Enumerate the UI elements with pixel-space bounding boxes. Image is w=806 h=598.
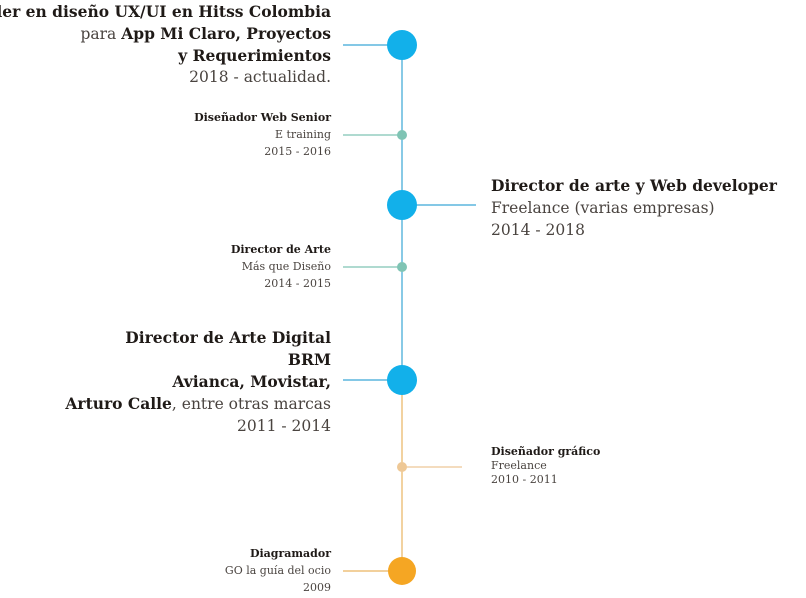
- entry-text-bold: App Mi Claro, Proyectos: [121, 24, 331, 43]
- entry-line: Freelance: [491, 459, 600, 473]
- entry-text-bold: Diseñador Web Senior: [194, 111, 331, 124]
- timeline-entry-1: Líder en diseño UX/UI en Hitss Colombia p…: [0, 1, 331, 88]
- entry-line: Arturo Calle, entre otras marcas: [65, 393, 331, 415]
- entry-text: 2015 - 2016: [264, 145, 331, 158]
- entry-text-bold: Director de arte y Web developer: [491, 176, 777, 195]
- entry-line: Director de Arte Digital: [65, 327, 331, 349]
- entry-line: BRM: [65, 349, 331, 371]
- timeline-node-6: [397, 462, 407, 472]
- entry-text: 2009: [303, 581, 331, 594]
- entry-text: 2014 - 2018: [491, 221, 585, 239]
- entry-text: Freelance (varias empresas): [491, 199, 715, 217]
- entry-text-bold: Diseñador gráfico: [491, 445, 601, 458]
- entry-text-bold: BRM: [287, 350, 331, 369]
- entry-text-bold: Director de Arte: [230, 243, 331, 256]
- entry-line: Diseñador gráfico: [491, 445, 600, 459]
- timeline-node-1: [387, 30, 417, 60]
- entry-text: 2010 - 2011: [491, 473, 558, 486]
- timeline-node-2: [397, 130, 407, 140]
- timeline-entry-7: Diagramador GO la guía del ocio 2009: [225, 545, 331, 596]
- entry-text: Freelance: [491, 459, 547, 472]
- entry-text-bold: Arturo Calle: [65, 394, 172, 413]
- entry-text: 2014 - 2015: [264, 277, 331, 290]
- entry-text: Más que Diseño: [241, 260, 331, 273]
- entry-line: 2014 - 2015: [231, 275, 331, 292]
- entry-line: GO la guía del ocio: [225, 562, 331, 579]
- timeline-node-4: [397, 262, 407, 272]
- entry-line: Diagramador: [225, 545, 331, 562]
- entry-text: 2011 - 2014: [237, 417, 331, 435]
- entry-line: 2009: [225, 579, 331, 596]
- entry-line: y Requerimientos: [0, 45, 331, 67]
- entry-line: 2018 - actualidad.: [0, 67, 331, 88]
- entry-line: 2010 - 2011: [491, 473, 600, 487]
- entry-text-bold: Diagramador: [249, 547, 331, 560]
- entry-text: 2018 - actualidad.: [189, 68, 331, 86]
- entry-line: 2014 - 2018: [491, 219, 777, 241]
- entry-line: para App Mi Claro, Proyectos: [0, 23, 331, 45]
- timeline-node-3: [387, 190, 417, 220]
- entry-text: , entre otras marcas: [171, 395, 331, 413]
- entry-line: 2011 - 2014: [65, 415, 331, 437]
- entry-text: para: [80, 25, 122, 43]
- timeline-node-5: [387, 365, 417, 395]
- timeline-node-7: [388, 557, 416, 585]
- entry-line: E training: [194, 126, 331, 143]
- entry-line: Líder en diseño UX/UI en Hitss Colombia: [0, 1, 331, 23]
- timeline-entry-2: Diseñador Web Senior E training 2015 - 201…: [194, 109, 331, 160]
- entry-text-bold: Avianca, Movistar,: [172, 372, 331, 391]
- entry-text-bold: y Requerimientos: [178, 46, 331, 65]
- entry-line: Director de arte y Web developer: [491, 175, 777, 197]
- entry-line: 2015 - 2016: [194, 143, 331, 160]
- entry-text-bold: Director de Arte Digital: [125, 328, 331, 347]
- entry-text: E training: [274, 128, 331, 141]
- entry-text: GO la guía del ocio: [224, 564, 331, 577]
- entry-line: Avianca, Movistar,: [65, 371, 331, 393]
- entry-text-bold: Líder en diseño UX/UI en Hitss Colombia: [0, 2, 331, 21]
- entry-line: Freelance (varias empresas): [491, 197, 777, 219]
- entry-line: Director de Arte: [231, 241, 331, 258]
- entry-line: Más que Diseño: [231, 258, 331, 275]
- entry-line: Diseñador Web Senior: [194, 109, 331, 126]
